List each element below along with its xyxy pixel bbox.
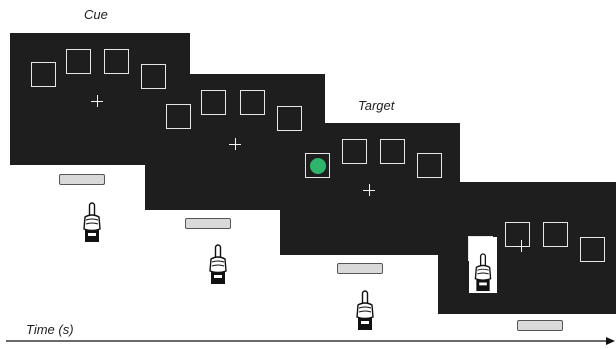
fixation-cross-icon bbox=[91, 95, 103, 107]
placeholder-box bbox=[277, 106, 302, 131]
target-screen bbox=[280, 123, 460, 255]
fixation-cross-icon bbox=[515, 240, 527, 252]
placeholder-box bbox=[543, 222, 568, 247]
placeholder-box bbox=[305, 153, 330, 178]
placeholder-box bbox=[141, 64, 166, 89]
target-label: Target bbox=[358, 98, 395, 113]
pointing-hand-icon bbox=[356, 290, 374, 330]
placeholder-box bbox=[201, 90, 226, 115]
cue-label: Cue bbox=[84, 7, 108, 22]
placeholder-box bbox=[380, 139, 405, 164]
target-dot bbox=[309, 157, 326, 174]
placeholder-box bbox=[31, 62, 56, 87]
pointing-hand-icon bbox=[83, 202, 101, 242]
fixation-cross-icon bbox=[229, 138, 241, 150]
response-key bbox=[337, 263, 383, 274]
placeholder-box bbox=[580, 237, 605, 262]
placeholder-box bbox=[417, 153, 442, 178]
response-key bbox=[185, 218, 231, 229]
placeholder-box bbox=[66, 49, 91, 74]
pressing-hand-icon bbox=[474, 253, 492, 292]
placeholder-box bbox=[104, 49, 129, 74]
placeholder-box bbox=[166, 104, 191, 129]
placeholder-box bbox=[342, 139, 367, 164]
response-screen bbox=[438, 182, 616, 314]
placeholder-box bbox=[240, 90, 265, 115]
response-key bbox=[59, 174, 105, 185]
time-axis-label: Time (s) bbox=[26, 322, 74, 337]
response-key bbox=[517, 320, 563, 331]
pointing-hand-icon bbox=[209, 244, 227, 284]
fixation-cross-icon bbox=[363, 184, 375, 196]
